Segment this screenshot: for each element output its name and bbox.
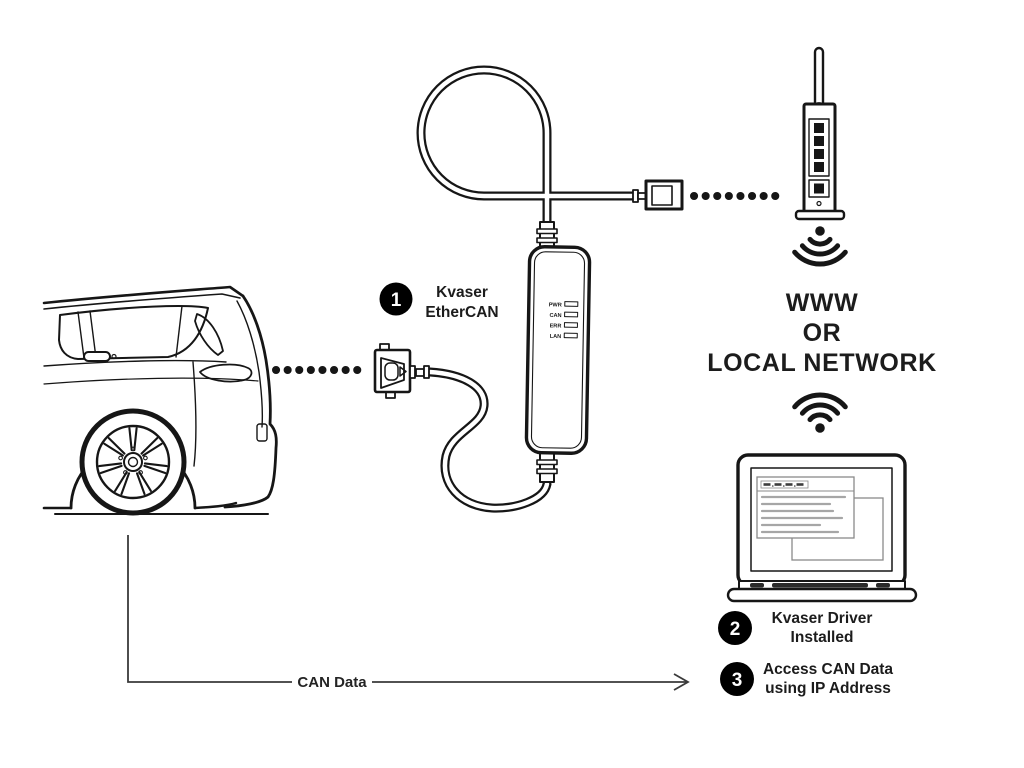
step-1-line-1: Kvaser [436,284,488,301]
step-1-label: 1 Kvaser EtherCAN [379,282,499,321]
step-2-label: 2 Kvaser Driver Installed [718,610,872,646]
step-2-badge [718,611,752,645]
led-indicator-pwr [564,301,579,307]
app-window-front [756,476,855,539]
router-base [794,209,846,221]
network-label-line-3: LOCAL NETWORK [707,349,937,377]
laptop-base [726,587,918,603]
arrowhead [673,673,690,691]
led-indicator-err [563,322,578,328]
db9-connector-icon [373,343,430,399]
led-indicator-can [564,311,579,318]
step-3-number: 3 [732,670,743,691]
led-label-pwr: PWR [549,302,562,308]
router-icon [794,46,846,221]
step-3-label: 3 Access CAN Data using IP Address [720,661,893,697]
step-1-badge [379,282,413,316]
step-3-badge [720,662,754,696]
step-1-line-2: EtherCAN [425,304,498,321]
wifi-signal-up-icon [792,392,848,433]
door-handle [83,351,111,362]
device-body: PWR CAN ERR LAN [524,245,592,455]
step-3-line-1: Access CAN Data [763,661,893,678]
rear-wheel [79,408,187,516]
ethernet-plug-icon [632,179,684,211]
network-label-line-2: OR [803,319,842,347]
can-cable [425,367,552,513]
ethercan-device: PWR CAN ERR LAN [524,221,592,483]
router-port-group [808,118,830,177]
step-2-line-2: Installed [791,629,854,646]
laptop-icon [726,453,918,603]
can-data-arrow: CAN Data [127,535,690,691]
device-leds: PWR CAN ERR LAN [549,301,579,340]
led-label-err: ERR [550,323,562,329]
step-2-line-1: Kvaser Driver [772,610,873,627]
step-1-number: 1 [391,290,402,311]
router-wan-port [808,179,830,198]
device-bottom-connector [536,451,558,483]
laptop-display [750,467,893,572]
car-illustration [42,285,278,516]
led-label-can: CAN [549,313,561,319]
led-indicator-lan [563,332,578,339]
window-menubar [760,480,809,489]
router-antenna [813,46,825,112]
ethernet-cable-loop [416,65,641,233]
wheel-spokes [98,427,168,496]
step-3-line-2: using IP Address [765,680,891,697]
step-2-number: 2 [730,619,741,640]
wifi-broadcast-down-icon [792,226,848,267]
led-label-lan: LAN [550,334,562,340]
network-label-line-1: WWW [786,289,859,317]
window-text-lines [760,495,847,534]
network-label: WWW OR LOCAL NETWORK [707,289,937,377]
can-data-label: CAN Data [297,674,367,691]
